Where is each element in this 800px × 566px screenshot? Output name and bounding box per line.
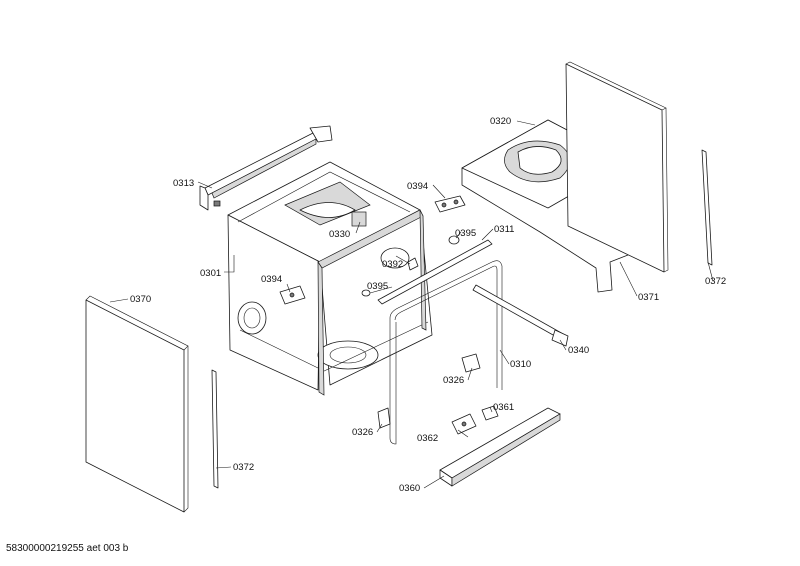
leader-lines: [109, 120, 714, 489]
part-0326-clip-a: [461, 353, 481, 373]
callout-0311: 0311: [494, 224, 514, 235]
tub-front-frame: [317, 209, 427, 396]
callout-0326-upper: 0326: [443, 375, 464, 386]
callout-0362: 0362: [417, 433, 438, 444]
callout-0370: 0370: [130, 294, 151, 305]
callout-0371: 0371: [638, 292, 659, 303]
part-0301-tub: [227, 161, 433, 391]
part-0340-rail: [472, 284, 569, 347]
callout-0313: 0313: [173, 178, 194, 189]
callout-0320: 0320: [490, 116, 511, 127]
part-0362-latch: [451, 413, 477, 435]
callout-0395-lower: 0395: [367, 281, 388, 292]
callout-0394-lower: 0394: [261, 274, 282, 285]
document-reference: 58300000219255 aet 003 b: [6, 543, 129, 554]
callout-0301: 0301: [200, 268, 221, 279]
callout-0310: 0310: [510, 359, 531, 370]
part-0392: [407, 257, 419, 271]
callout-0372-left: 0372: [233, 462, 254, 473]
part-0311-strip: [377, 239, 493, 305]
part-0360-base-tray: [439, 407, 561, 487]
part-0370-side-panel: [85, 295, 189, 513]
callout-0361: 0361: [493, 402, 514, 413]
callout-0330: 0330: [329, 229, 350, 240]
part-0372-trim-left: [211, 369, 219, 489]
callout-0340: 0340: [568, 345, 589, 356]
part-0313-rail: [199, 125, 333, 211]
callout-0360: 0360: [399, 483, 420, 494]
part-0395-grommet-a: [448, 235, 460, 245]
callout-0372-right: 0372: [705, 276, 726, 287]
part-0310-seal: [389, 260, 503, 445]
callout-0395-upper: 0395: [455, 228, 476, 239]
part-0394-upper-plate: [434, 195, 466, 213]
part-0371-side-panel: [565, 61, 669, 273]
callout-0326-lower: 0326: [352, 427, 373, 438]
part-0372-trim-right: [701, 149, 713, 266]
callout-0394-upper: 0394: [407, 181, 428, 192]
callout-0392: 0392: [382, 259, 403, 270]
part-0326-clip-b: [377, 407, 391, 429]
part-0394-lower-plate: [279, 285, 306, 305]
